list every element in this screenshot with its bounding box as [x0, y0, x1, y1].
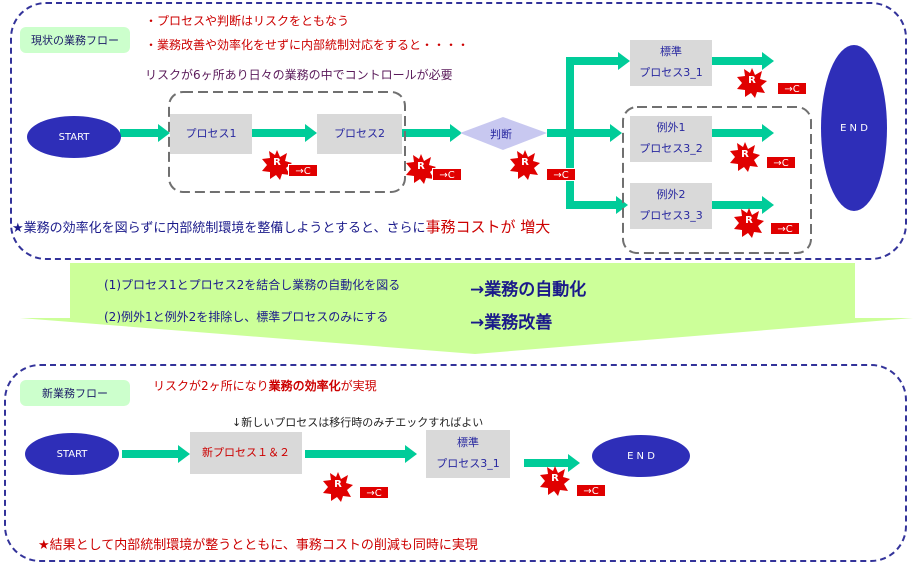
process-1-label: プロセス1	[185, 126, 237, 140]
banner-result-1: →業務の自動化	[470, 280, 587, 300]
risk-label: R	[748, 75, 756, 86]
risk-control-marker: R →C	[323, 472, 389, 506]
process-2: プロセス2	[317, 114, 402, 154]
decision-label: 判断	[490, 128, 512, 141]
new-standard-process: 標準 プロセス3_1	[426, 430, 510, 478]
risk-burst-icon	[406, 154, 436, 184]
exception-1-name: プロセス3_2	[639, 142, 703, 155]
current-flow-tag: 現状の業務フロー	[20, 27, 130, 53]
risk-burst-icon	[510, 150, 540, 180]
risk-control-marker: R →C	[510, 150, 576, 184]
new-start-node: START	[25, 433, 119, 475]
new-flow-tag: 新業務フロー	[20, 380, 130, 406]
current-flow-arrows	[120, 52, 774, 214]
new-risk-note-b: 業務の効率化	[268, 379, 341, 393]
control-label: →C	[777, 82, 807, 95]
process-1: プロセス1	[170, 114, 252, 154]
new-risk-note-a: リスクが2ヶ所になり	[153, 379, 269, 393]
risk-control-marker: R →C	[734, 208, 800, 242]
risk-label: R	[417, 161, 425, 172]
risk-label: R	[334, 479, 342, 490]
control-label: →C	[576, 484, 606, 497]
decision-diamond	[460, 117, 547, 150]
risk-burst-icon	[540, 466, 570, 496]
exception-1-process-3-2: 例外1 プロセス3_2	[630, 116, 712, 162]
new-standard-name: プロセス3_1	[436, 457, 500, 470]
cost-increase-text: 事務コストが 増大	[425, 218, 551, 236]
merge-group-box	[168, 91, 406, 193]
standard-process-3-1: 標準 プロセス3_1	[630, 40, 712, 86]
new-standard-title: 標準	[457, 436, 479, 450]
new-merged-process-label: 新プロセス１＆２	[202, 445, 290, 459]
current-flow-panel	[10, 2, 907, 260]
new-flow-panel	[4, 364, 907, 562]
risk-control-marker: R →C	[540, 466, 606, 500]
process-2-label: プロセス2	[334, 126, 385, 140]
risk-control-marker: R →C	[737, 68, 807, 102]
risk-label: R	[273, 157, 281, 168]
banner-line-1: (1)プロセス1とプロセス2を結合し業務の自動化を図る	[104, 278, 401, 292]
risk-label: R	[741, 149, 749, 160]
banner-result-2: →業務改善	[470, 313, 553, 333]
current-conclusion: ★業務の効率化を図らずに内部統制環境を整備しようとすると、さらに事務コストが 増…	[12, 216, 550, 237]
standard-title: 標準	[660, 45, 682, 59]
new-risk-note-c: が実現	[340, 379, 377, 393]
exception-2-name: プロセス3_3	[639, 209, 703, 222]
control-label: →C	[766, 156, 796, 169]
new-end-node: E N D	[592, 435, 690, 477]
risk-burst-icon	[734, 208, 764, 238]
note-no-improvement: ・業務改善や効率化をせずに内部統制対応をすると・・・・	[145, 38, 470, 52]
exception-1-title: 例外1	[656, 121, 686, 135]
risk-control-marker: R →C	[406, 154, 462, 188]
risk-control-marker: R →C	[730, 142, 796, 176]
current-conclusion-text: ★業務の効率化を図らずに内部統制環境を整備しようとすると、さらに	[12, 221, 426, 236]
risk-control-marker: R →C	[262, 150, 318, 184]
note-process-risk: ・プロセスや判断はリスクをともなう	[145, 14, 350, 28]
new-risk-note: リスクが2ヶ所になり業務の効率化が実現	[153, 377, 377, 394]
new-merged-process: 新プロセス１＆２	[190, 432, 302, 474]
new-flow-arrows	[122, 445, 580, 472]
risk-burst-icon	[730, 142, 760, 172]
risk-burst-icon	[737, 68, 767, 98]
control-label: →C	[432, 168, 462, 181]
control-label: →C	[770, 222, 800, 235]
new-conclusion: ★結果として内部統制環境が整うとともに、事務コストの削減も同時に実現	[38, 538, 478, 553]
risk-burst-icon	[323, 472, 353, 502]
risk-burst-icon	[262, 150, 292, 180]
end-node: E N D	[821, 45, 887, 211]
standard-name: プロセス3_1	[639, 66, 703, 79]
exception-2-title: 例外2	[656, 188, 686, 202]
risk-label: R	[551, 473, 559, 484]
control-label: →C	[359, 486, 389, 499]
control-label: →C	[288, 164, 318, 177]
banner-line-2: (2)例外1と例外2を排除し、標準プロセスのみにする	[104, 310, 389, 324]
exception-2-process-3-3: 例外2 プロセス3_3	[630, 183, 712, 229]
migration-check-note: ↓新しいプロセスは移行時のみチエックすればよい	[232, 416, 484, 429]
risk-label: R	[521, 157, 529, 168]
improvement-banner-arrow	[20, 263, 913, 354]
start-node: START	[27, 116, 121, 158]
risk-count-note: リスクが6ヶ所あり日々の業務の中でコントロールが必要	[145, 68, 453, 82]
control-label: →C	[546, 168, 576, 181]
risk-label: R	[745, 215, 753, 226]
exception-group-box	[622, 106, 812, 254]
